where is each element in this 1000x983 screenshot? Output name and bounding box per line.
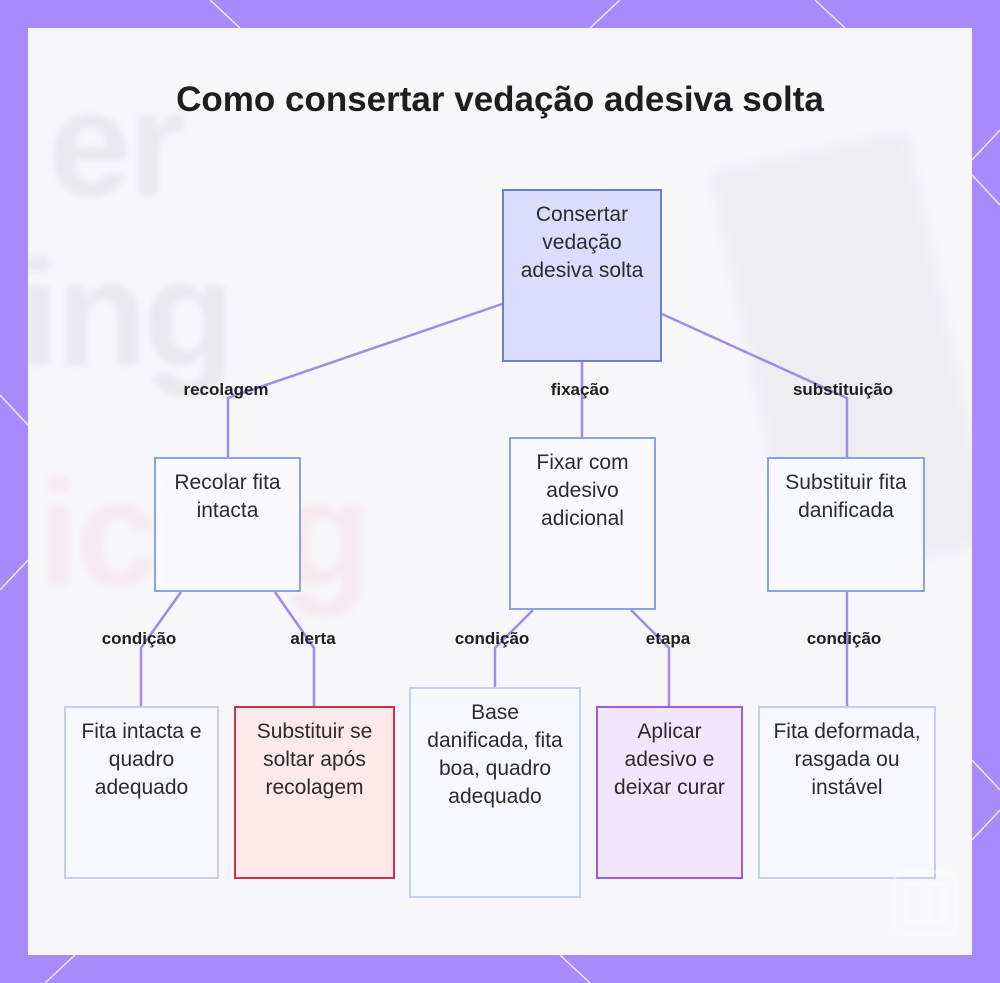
node-condicao-intacta-label: Fita intacta e quadro adequado: [81, 720, 202, 799]
watermark-logo-icon: [892, 870, 958, 936]
node-condicao-deformada-label: Fita deformada, rasgada ou instável: [773, 720, 921, 799]
edge-label-condicao: condição: [101, 629, 177, 648]
background-watermark: ing: [28, 229, 235, 397]
node-condicao-base: Base danificada, fita boa, quadro adequa…: [409, 687, 581, 898]
node-substituir-label: Substituir fita danificada: [785, 471, 907, 522]
edge-label-alerta: alerta: [290, 629, 336, 648]
edge-label-condicao: condição: [454, 629, 530, 648]
node-recolar: Recolar fita intacta: [154, 457, 301, 592]
node-fixar: Fixar com adesivo adicional: [509, 437, 656, 610]
edge-label-substituicao: substituição: [792, 380, 894, 399]
edge-root-substituir: [661, 312, 849, 457]
edge-fixar-etapa: [630, 609, 671, 706]
node-alerta-label: Substituir se soltar após recolagem: [256, 720, 373, 799]
edge-recolar-cond: [139, 591, 183, 706]
node-alerta: Substituir se soltar após recolagem: [234, 706, 395, 879]
edge-label-fixacao: fixação: [550, 380, 610, 399]
node-fixar-label: Fixar com adesivo adicional: [536, 451, 629, 530]
diagram-title: Como consertar vedação adesiva solta: [176, 80, 824, 119]
node-substituir: Substituir fita danificada: [767, 457, 925, 592]
node-condicao-deformada: Fita deformada, rasgada ou instável: [758, 706, 936, 879]
node-recolar-label: Recolar fita intacta: [174, 471, 281, 522]
node-root: Consertar vedação adesiva solta: [502, 189, 662, 362]
node-root-label: Consertar vedação adesiva solta: [520, 203, 644, 282]
edge-label-recolagem: recolagem: [183, 380, 269, 399]
edge-label-etapa: etapa: [645, 629, 691, 648]
node-condicao-base-label: Base danificada, fita boa, quadro adequa…: [427, 701, 563, 808]
edge-label-condicao: condição: [806, 629, 882, 648]
node-etapa-label: Aplicar adesivo e deixar curar: [614, 720, 725, 799]
background-watermark: er: [48, 59, 186, 227]
edge-fixar-cond: [493, 609, 534, 687]
node-etapa: Aplicar adesivo e deixar curar: [596, 706, 743, 879]
edge-root-recolar: [226, 302, 503, 457]
edge-recolar-alerta: [273, 591, 316, 706]
node-condicao-intacta: Fita intacta e quadro adequado: [64, 706, 219, 879]
